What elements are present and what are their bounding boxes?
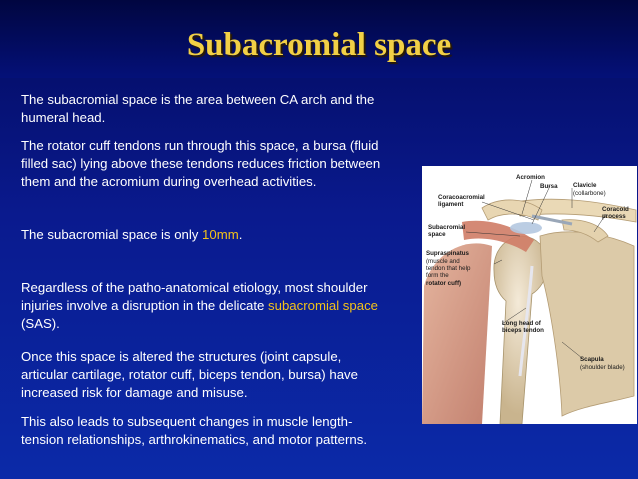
size-highlight: 10mm (202, 227, 239, 242)
deltoid-muscle (422, 243, 492, 424)
label-clavicle: Clavicle (573, 182, 597, 189)
ca-ligament (531, 214, 573, 226)
size-end: . (238, 227, 243, 242)
paragraph-changes: This also leads to subsequent changes in… (21, 414, 367, 447)
label-biceps-tendon: Long head of biceps tendon (502, 320, 544, 334)
size-text: The subacromial space is only (21, 227, 203, 242)
etiology-text: Regardless of the patho-anatomical etiol… (21, 280, 368, 313)
coracoid-process (561, 219, 609, 243)
label-collarbone: (collarbone) (573, 190, 606, 197)
shoulder-anatomy-figure: Acromion Bursa Clavicle (collarbone) Cor… (422, 166, 637, 425)
paragraph-etiology: Regardless of the patho-anatomical etiol… (21, 279, 378, 333)
etiology-end: (SAS). (21, 316, 60, 331)
label-coracoid: Coracoid process (602, 206, 629, 220)
paragraph-structures: Once this space is altered the structure… (21, 349, 358, 400)
paragraph-rotator-cuff: The rotator cuff tendons run through thi… (21, 138, 381, 189)
paragraph-definition: The subacromial space is the area betwee… (21, 92, 375, 125)
label-subacromial-space: Subacromial space (428, 224, 466, 238)
label-acromion: Acromion (516, 174, 545, 181)
label-shoulder-blade: (shoulder blade) (580, 364, 625, 371)
label-supraspinatus-note: (muscle and tendon that help form the (426, 258, 471, 279)
label-rotator-cuff: rotator cuff) (426, 280, 462, 287)
label-supraspinatus: Supraspinatus (426, 250, 469, 257)
biceps-tendon (518, 265, 534, 377)
bursa (510, 222, 542, 234)
etiology-highlight: subacromial space (268, 298, 378, 313)
title-band (0, 0, 638, 78)
paragraph-size: The subacromial space is only 10mm. (21, 226, 242, 244)
clavicle-bone (513, 198, 637, 223)
shoulder-illustration (422, 179, 637, 425)
scapula-bone (539, 231, 635, 417)
label-bursa: Bursa (540, 183, 558, 190)
slide-title: Subacromial space (186, 27, 452, 63)
label-ca-ligament: Coracoacromial ligament (438, 194, 485, 208)
supraspinatus-muscle (462, 220, 534, 252)
label-scapula: Scapula (580, 356, 604, 363)
acromion-bone (481, 199, 543, 221)
